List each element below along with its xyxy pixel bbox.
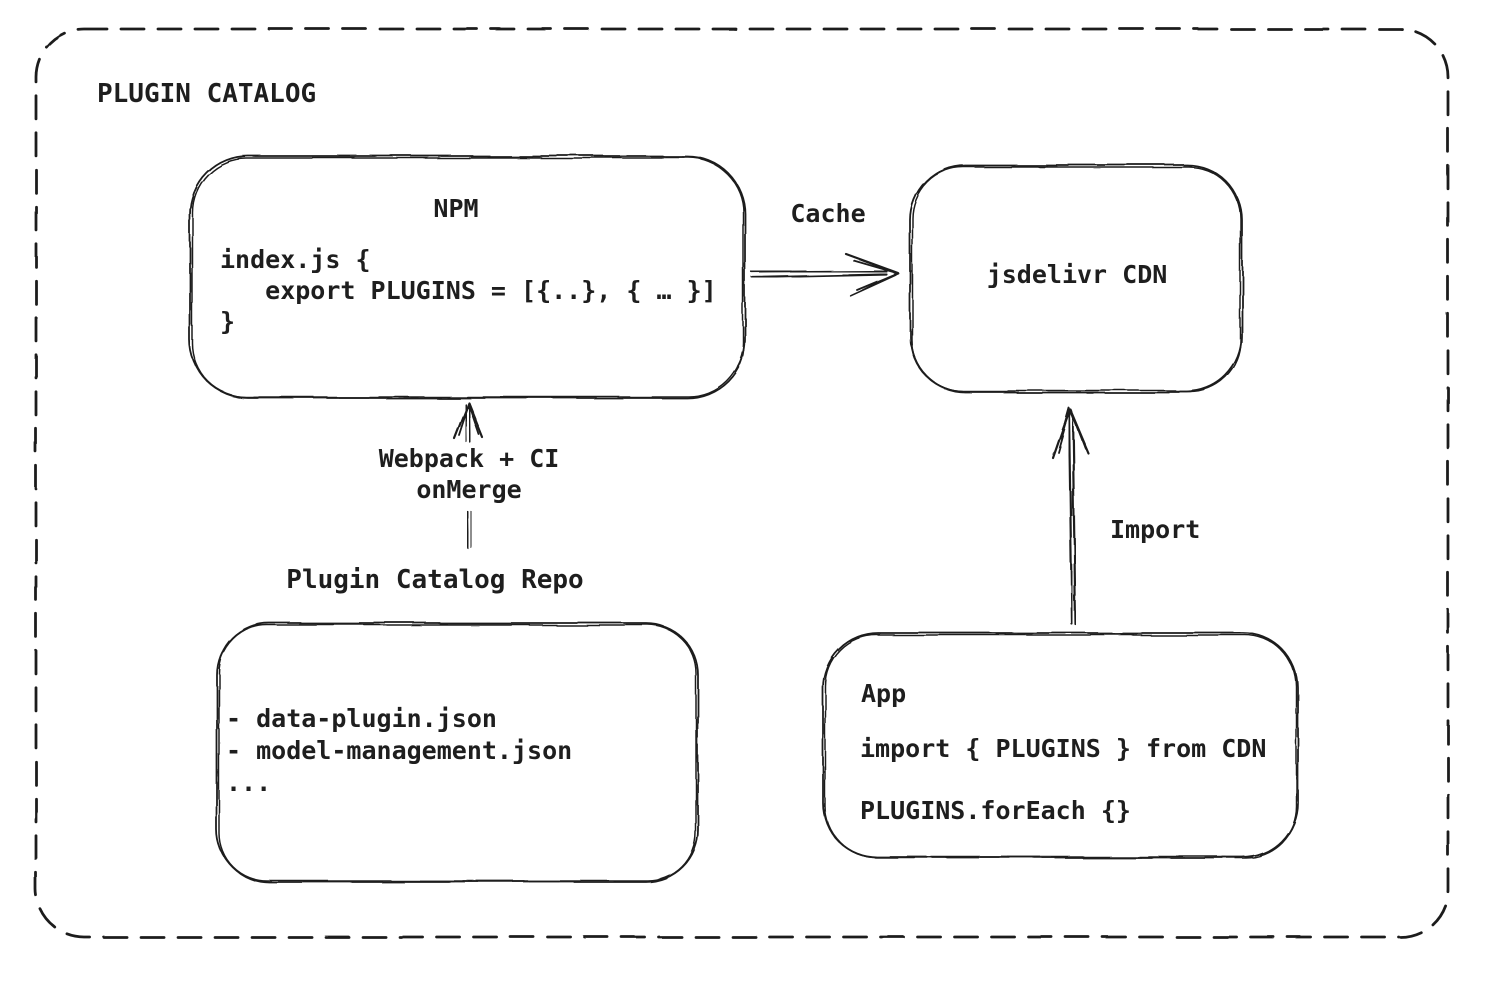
npm-box-outline (189, 155, 746, 399)
cdn-box-outline (909, 164, 1243, 393)
import-arrow-label: Import (1110, 515, 1201, 544)
cdn-box-label: jsdelivr CDN (986, 260, 1168, 289)
repo-box-outline (216, 622, 699, 883)
app-box-outline (822, 632, 1299, 859)
app-foreach-line: PLUGINS.forEach {} (860, 796, 1131, 825)
repo-box-label: Plugin Catalog Repo (286, 565, 584, 595)
app-box-title: App (861, 679, 907, 708)
outer-dashed-border (34, 27, 1450, 939)
diagram-title: PLUGIN CATALOG (97, 79, 317, 109)
import-arrow (1051, 407, 1091, 626)
npm-code-block: index.js { export PLUGINS = [{..}, { … }… (220, 245, 717, 336)
build-arrow-label: Webpack + CI onMerge (378, 444, 560, 504)
build-arrow (453, 401, 485, 550)
npm-box-title: NPM (433, 194, 479, 223)
cache-arrow-label: Cache (790, 199, 866, 228)
app-import-line: import { PLUGINS } from CDN (860, 734, 1267, 763)
repo-file-list: - data-plugin.json - model-management.js… (226, 704, 573, 797)
cache-arrow (750, 252, 900, 297)
